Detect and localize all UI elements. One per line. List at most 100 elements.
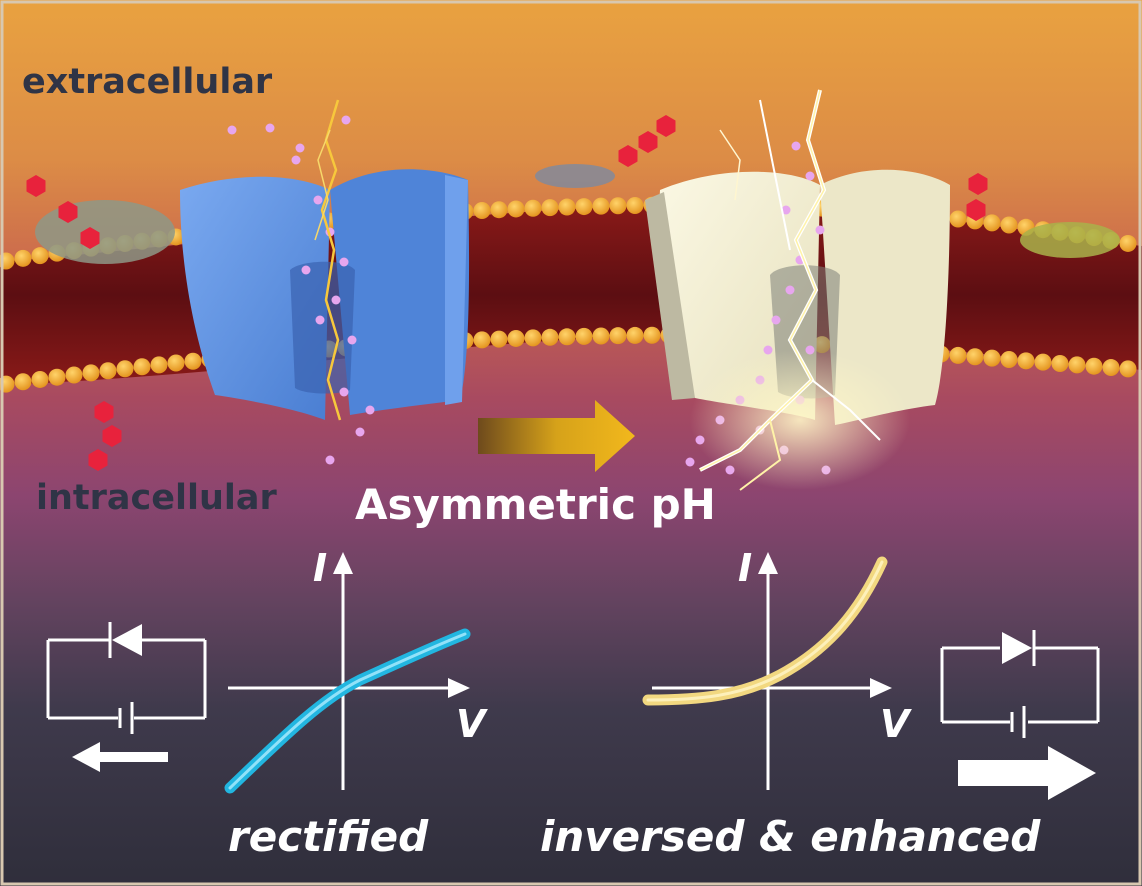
lipid-head: [167, 354, 185, 372]
lipid-head: [48, 368, 66, 386]
ion-dot: [301, 265, 311, 275]
lipid-head: [150, 356, 168, 374]
lipid-head: [65, 366, 83, 384]
lipid-head: [490, 201, 508, 219]
lipid-head: [626, 196, 644, 214]
lipid-head: [184, 352, 202, 370]
lipid-head: [558, 198, 576, 216]
membrane-protein: [35, 200, 175, 264]
ligand-hexagon: [80, 227, 100, 249]
lipid-head: [575, 327, 593, 345]
ligand-hexagon: [26, 175, 46, 197]
right-x-axis-label: V: [880, 702, 910, 746]
ion-dot: [341, 115, 351, 125]
ligand-hexagon: [102, 425, 122, 447]
lipid-head: [1068, 356, 1086, 374]
lipid-head: [116, 360, 134, 378]
ion-dot: [295, 143, 305, 153]
ion-dot: [325, 455, 335, 465]
lipid-head: [524, 199, 542, 217]
lipid-head: [31, 370, 49, 388]
transition-arrow: [478, 400, 635, 472]
intracellular-label: intracellular: [36, 478, 277, 518]
ion-dot: [365, 405, 375, 415]
ion-dot: [315, 315, 325, 325]
lipid-head: [473, 331, 491, 349]
lipid-head: [1119, 360, 1137, 378]
ligand-hexagon: [638, 131, 658, 153]
lipid-head: [609, 327, 627, 345]
lipid-head: [558, 328, 576, 346]
lipid-head: [949, 210, 967, 228]
lipid-head: [626, 326, 644, 344]
lipid-head: [133, 358, 151, 376]
diode-icon: [1002, 632, 1032, 664]
lipid-head: [1034, 353, 1052, 371]
lipid-head: [14, 373, 32, 391]
ion-dot: [339, 387, 349, 397]
asymmetric-ph-label: Asymmetric pH: [355, 480, 716, 529]
lipid-head: [0, 252, 15, 270]
current-arrow-right: [958, 746, 1096, 800]
lipid-head: [949, 346, 967, 364]
ion-dot: [339, 257, 349, 267]
ligand-molecules: [26, 115, 988, 471]
ion-current: [314, 89, 910, 491]
lipid-head: [1000, 216, 1018, 234]
y-axis-arrow: [758, 552, 778, 574]
lipid-head: [609, 197, 627, 215]
ion-dot: [291, 155, 301, 165]
lipid-head: [1085, 357, 1103, 375]
left-x-axis-label: V: [456, 702, 486, 746]
lipid-head: [983, 214, 1001, 232]
ligand-hexagon: [618, 145, 638, 167]
iv-plot-right: [642, 552, 892, 790]
lipid-head: [0, 375, 15, 393]
circuit-left: [46, 622, 207, 734]
extracellular-label: extracellular: [22, 62, 273, 102]
ion-dot: [791, 141, 801, 151]
lipid-head: [541, 199, 559, 217]
membrane-protein: [1020, 222, 1120, 258]
lipid-head: [82, 364, 100, 382]
iv-plot-left: [224, 552, 471, 794]
lipid-head: [99, 362, 117, 380]
ion-dot: [355, 427, 365, 437]
lipid-head: [1119, 234, 1137, 252]
y-axis-arrow: [333, 552, 353, 574]
ion-dot: [313, 195, 323, 205]
right-y-axis-label: I: [738, 546, 753, 590]
ion-dot: [781, 205, 791, 215]
lipid-head: [575, 198, 593, 216]
membrane-protein: [535, 164, 615, 188]
lipid-head: [31, 247, 49, 265]
ion-dot: [685, 457, 695, 467]
diode-icon: [112, 624, 142, 656]
circuit-right: [940, 630, 1100, 738]
iv-curve-left: [224, 628, 471, 794]
lipid-head: [592, 197, 610, 215]
x-axis-arrow: [870, 678, 892, 698]
ligand-hexagon: [58, 201, 78, 223]
ion-dot: [265, 123, 275, 133]
ion-channel-before: [180, 169, 470, 420]
ion-dot: [805, 171, 815, 181]
lipid-head: [1000, 350, 1018, 368]
ligand-hexagon: [966, 199, 986, 221]
lipid-head: [592, 327, 610, 345]
lipid-head: [507, 329, 525, 347]
lipid-head: [983, 349, 1001, 367]
lipid-head: [507, 200, 525, 218]
ligand-hexagon: [94, 401, 114, 423]
lipid-head: [541, 328, 559, 346]
ligand-hexagon: [88, 449, 108, 471]
iv-curve-right: [642, 556, 888, 706]
ligand-hexagon: [968, 173, 988, 195]
ion-dot: [815, 225, 825, 235]
lipid-head: [643, 326, 661, 344]
left-y-axis-label: I: [313, 546, 328, 590]
left-caption: rectified: [228, 812, 429, 861]
lipid-head: [1051, 355, 1069, 373]
